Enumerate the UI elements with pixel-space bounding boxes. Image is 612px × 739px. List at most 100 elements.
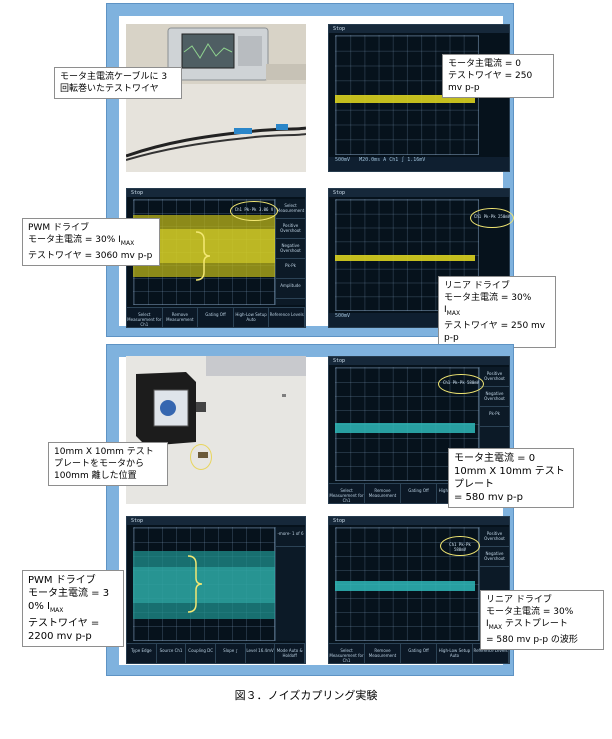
side-button[interactable]: Pk-Pk bbox=[480, 407, 509, 427]
side-button[interactable]: Negative Overshoot bbox=[480, 387, 509, 407]
softkey[interactable]: Reference Levels bbox=[269, 308, 305, 327]
label-line: モータ主電流 = 30% IMAX bbox=[28, 234, 154, 250]
softkey[interactable]: Select Measurement for Ch1 bbox=[127, 308, 163, 327]
measurement-value: Ch1 Pk-Pk 580mV bbox=[442, 380, 480, 385]
scope-lower-right-label: モータ主電流 = 0 10mm X 10mm テストプレート = 580 mv … bbox=[448, 448, 574, 508]
side-button[interactable]: Positive Overshoot bbox=[276, 219, 305, 239]
scope-bottom-left: Stop -more- 1 of 6 Type Edge Source Ch1 … bbox=[126, 516, 306, 664]
label-line: リニア ドライブ bbox=[444, 281, 510, 291]
scope-readout: 500mV M20.0ms A Ch1 ∫ 1.16mV bbox=[329, 157, 509, 171]
label-text: 0% I bbox=[28, 601, 50, 612]
ch1-scale: 500mV bbox=[335, 157, 351, 163]
scope-status: Stop bbox=[329, 25, 509, 33]
motor-illustration bbox=[126, 356, 306, 504]
scope-status: Stop bbox=[127, 517, 305, 525]
softkey[interactable]: Remove Measurement bbox=[365, 484, 401, 503]
scope-bottom-right-label: リニア ドライブ モータ主電流 = 30% IMAX テストプレート = 580… bbox=[480, 590, 604, 650]
trigger-menu: -more- 1 of 6 bbox=[275, 527, 305, 641]
softkey[interactable]: High-Low Setup Auto bbox=[437, 644, 473, 663]
softkey[interactable]: Type Edge bbox=[127, 644, 157, 663]
motor-plate-photo-label: 10mm X 10mm テスト プレートをモータから 100mm 離した位置 bbox=[48, 442, 168, 486]
softkey[interactable]: Gating Off bbox=[198, 308, 234, 327]
softkey[interactable]: Select Measurement for Ch1 bbox=[329, 644, 365, 663]
label-subscript: MAX bbox=[50, 607, 64, 614]
softkey[interactable]: Remove Measurement bbox=[365, 644, 401, 663]
label-line: PWM ドライブ bbox=[28, 223, 89, 233]
label-line: 0% IMAX bbox=[28, 600, 118, 617]
scope-status: Stop bbox=[329, 189, 509, 197]
label-line: PWM ドライブ bbox=[28, 575, 96, 586]
softkey[interactable]: High-Low Setup Auto bbox=[234, 308, 270, 327]
motor-plate-photo bbox=[126, 356, 306, 504]
measurement-value: Ch1 Pk-Pk 3.06 V bbox=[234, 207, 274, 212]
test-plate-highlight bbox=[190, 444, 212, 470]
scope-status: Stop bbox=[329, 517, 509, 525]
label-line: 2200 mv p-p bbox=[28, 631, 92, 642]
scope-trace bbox=[335, 255, 475, 261]
side-button[interactable]: Pk-Pk bbox=[276, 259, 305, 279]
side-button[interactable]: Negative Overshoot bbox=[480, 547, 509, 567]
label-line: モータ主電流 = 0 bbox=[454, 453, 536, 464]
label-subscript: MAX bbox=[488, 623, 503, 631]
label-line: = 580 mv p-p の波形 bbox=[486, 634, 578, 645]
desk-illustration bbox=[126, 24, 306, 172]
scope-status: Stop bbox=[329, 357, 509, 365]
softkey[interactable]: Select Measurement for Ch1 bbox=[329, 484, 365, 503]
side-button[interactable]: Amplitude bbox=[276, 279, 305, 299]
measurement-highlight-oval bbox=[440, 536, 480, 556]
softkey[interactable]: Level 16.4mV bbox=[246, 644, 276, 663]
softkey[interactable]: Remove Measurement bbox=[163, 308, 199, 327]
scope-top-right: Stop 500mV M20.0ms A Ch1 ∫ 1.16mV bbox=[328, 24, 510, 172]
label-line: モータ主電流 = 30% bbox=[486, 607, 574, 617]
figure-caption: 図３．ノイズカプリング実験 bbox=[234, 689, 378, 702]
label-text: テストプレート bbox=[502, 619, 568, 629]
scope-status: Stop bbox=[127, 189, 305, 197]
timebase: M20.0ms A Ch1 ∫ 1.16mV bbox=[359, 157, 426, 163]
scope-trace bbox=[133, 551, 277, 619]
measurement-highlight-oval bbox=[230, 201, 278, 221]
scope-trace bbox=[335, 423, 475, 433]
measurement-highlight-oval bbox=[470, 208, 514, 228]
label-text: モータ主電流 = 30% I bbox=[28, 235, 121, 245]
measurement-value: Ch1 Pk-Pk 250mV bbox=[473, 214, 511, 219]
softkey[interactable]: Mode Auto & Holdoff bbox=[275, 644, 305, 663]
label-line: テストワイヤ = 250 mv p-p bbox=[444, 320, 546, 343]
softkey-row: Type Edge Source Ch1 Coupling DC Slope ∫… bbox=[127, 643, 305, 663]
label-line: テストワイヤ = bbox=[28, 618, 100, 629]
measurement-menu: Select Measurement Positive Overshoot Ne… bbox=[275, 199, 305, 305]
label-text: I bbox=[486, 619, 489, 629]
softkey[interactable]: Gating Off bbox=[401, 484, 437, 503]
side-button[interactable]: -more- 1 of 6 bbox=[276, 527, 305, 547]
softkey-row: Select Measurement for Ch1 Remove Measur… bbox=[329, 643, 509, 663]
label-text: モータ主電流 = 30% I bbox=[444, 293, 532, 315]
softkey[interactable]: Reference Levels bbox=[473, 644, 509, 663]
side-button[interactable]: Positive Overshoot bbox=[480, 527, 509, 547]
scope-top-right-label: モータ主電流 = 0 テストワイヤ = 250 mv p-p bbox=[442, 54, 554, 98]
measurement-value: Ch1 Pk-Pk 580mV bbox=[449, 542, 471, 552]
measurement-highlight-oval bbox=[438, 374, 484, 394]
scope-middle-left-label: PWM ドライブ モータ主電流 = 30% IMAX テストワイヤ = 3060… bbox=[22, 218, 160, 266]
label-line: IMAX テストプレート bbox=[486, 618, 598, 634]
softkey[interactable]: Gating Off bbox=[401, 644, 437, 663]
scope-middle-right-label: リニア ドライブ モータ主電流 = 30% IMAX テストワイヤ = 250 … bbox=[438, 276, 556, 348]
ch1-scale: 500mV bbox=[335, 313, 351, 319]
test-wire-photo-label-text: モータ主電流ケーブルに 3 回転巻いたテストワイヤ bbox=[60, 72, 168, 94]
test-wire-photo bbox=[126, 24, 306, 172]
side-button[interactable]: Positive Overshoot bbox=[480, 367, 509, 387]
label-line: プレートをモータから bbox=[54, 459, 145, 469]
label-line: 10mm X 10mm テスト bbox=[54, 447, 154, 457]
label-subscript: MAX bbox=[446, 309, 461, 317]
softkey[interactable]: Slope ∫ bbox=[216, 644, 246, 663]
scope-trace bbox=[335, 581, 475, 591]
label-line: モータ主電流 = 0 bbox=[448, 59, 521, 69]
label-line: テストワイヤ = 3060 mv p-p bbox=[28, 250, 153, 261]
label-line: モータ主電流 = 30% IMAX bbox=[444, 292, 550, 320]
side-button[interactable]: Negative Overshoot bbox=[276, 239, 305, 259]
label-line: 10mm X 10mm テストプレート bbox=[454, 466, 565, 490]
softkey[interactable]: Coupling DC bbox=[186, 644, 217, 663]
test-wire-photo-label: モータ主電流ケーブルに 3 回転巻いたテストワイヤ bbox=[54, 67, 182, 99]
scope-trace bbox=[335, 95, 475, 103]
softkey-row: Select Measurement for Ch1 Remove Measur… bbox=[127, 307, 305, 327]
side-button[interactable]: Select Measurement bbox=[276, 199, 305, 219]
softkey[interactable]: Source Ch1 bbox=[157, 644, 187, 663]
